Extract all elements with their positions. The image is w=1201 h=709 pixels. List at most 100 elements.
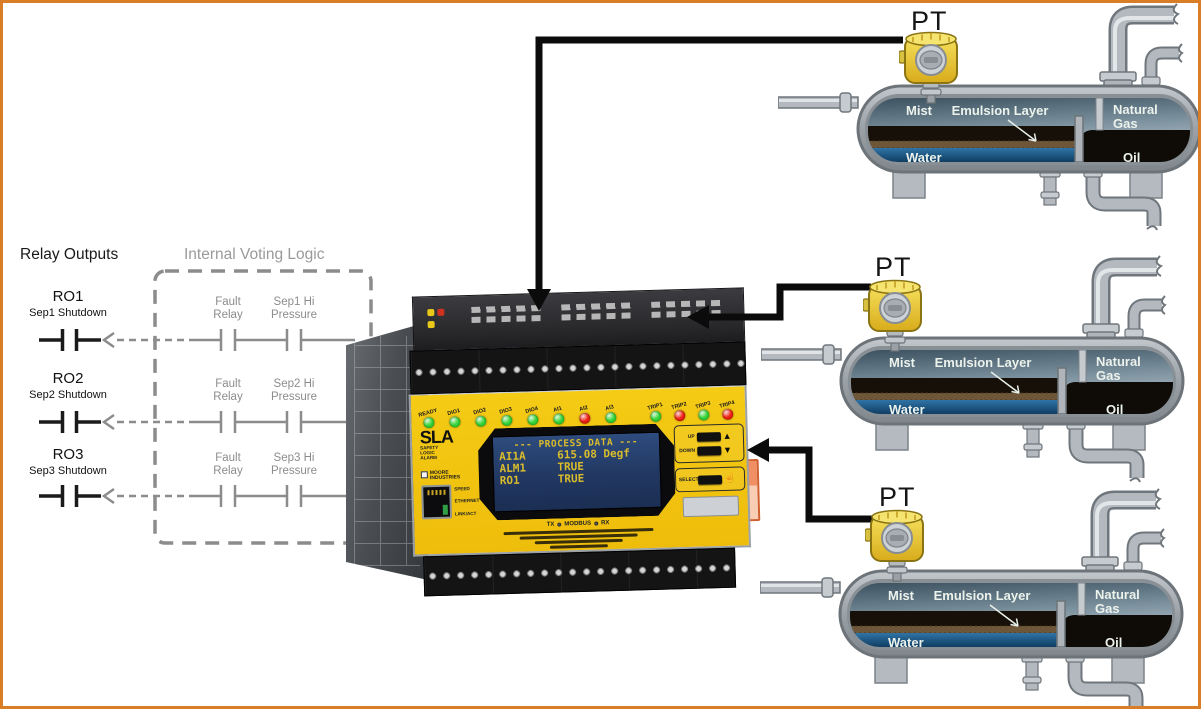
water-label: Water — [889, 402, 925, 417]
ladder-rung-ro1: RO1 Sep1 Shutdown Fault Relay Sep1 Hi Pr… — [29, 288, 355, 351]
output-contact-symbol — [39, 329, 101, 351]
device-top-housing — [411, 287, 746, 351]
led-trip4: TRIP4 — [718, 400, 735, 420]
separator-vessel-3: Mist Emulsion Layer Natural Gas Water Oi… — [760, 483, 1190, 709]
relay-output-name: RO2 — [53, 370, 84, 387]
water-label: Water — [888, 635, 924, 650]
led-indicator — [553, 413, 565, 425]
tx-led — [557, 522, 562, 527]
mist-label: Mist — [906, 103, 933, 118]
natural-gas-label: Natural — [1096, 354, 1141, 369]
svg-text:Pressure: Pressure — [271, 391, 317, 403]
relay-ladder-diagram: Relay Outputs Internal Voting Logic RO1 … — [20, 246, 373, 545]
up-button[interactable] — [696, 431, 721, 442]
svg-text:Fault: Fault — [215, 378, 241, 390]
press-hand-icon: ☝ — [723, 472, 737, 484]
voting-contacts — [189, 411, 355, 433]
mist-label: Mist — [889, 355, 916, 370]
up-arrow-icon: ▲ — [722, 430, 732, 441]
device-front-panel: READY DIO1 DIO2 DIO3 DIO4 AI1 AI2 AI3 TR… — [408, 385, 761, 557]
select-button-group: SELECT ☝ — [674, 466, 746, 493]
led-indicator — [605, 411, 617, 424]
led-dio3: DIO3 — [499, 407, 514, 427]
lcd-value: TRUE — [557, 471, 585, 486]
ladder-rung-ro3: RO3 Sep3 Shutdown Fault Relay Sep3 Hi Pr… — [29, 446, 355, 507]
pressure-transmitter-2 — [863, 277, 927, 355]
modbus-status-line: TX MODBUS RX — [546, 520, 610, 528]
output-contact-symbol — [39, 485, 101, 507]
relay-output-desc: Sep3 Shutdown — [29, 465, 107, 477]
svg-text:Fault: Fault — [215, 452, 241, 464]
voting-logic-box — [153, 269, 373, 545]
arrow-chevron-icon — [101, 413, 115, 431]
led-ready: READY — [418, 408, 438, 429]
relay-outputs-title: Relay Outputs — [20, 246, 118, 263]
linkact-label: LINK/ACT — [454, 510, 477, 517]
led-trip1: TRIP1 — [647, 402, 663, 422]
svg-text:Pressure: Pressure — [271, 309, 317, 321]
ethernet-label: ETHERNET — [454, 497, 480, 504]
svg-text:Relay: Relay — [213, 391, 243, 403]
led-indicator — [579, 412, 591, 424]
natural-gas-label: Natural — [1095, 587, 1140, 602]
pressure-transmitter-1 — [899, 29, 963, 107]
led-dio2: DIO2 — [473, 407, 488, 427]
led-ai3: AI3 — [603, 404, 618, 424]
oil-label: Oil — [1105, 635, 1122, 650]
led-indicator — [475, 415, 487, 427]
led-indicator — [722, 408, 734, 420]
arrow-chevron-icon — [101, 487, 115, 505]
emulsion-layer-label: Emulsion Layer — [935, 355, 1032, 370]
sla-controller: READY DIO1 DIO2 DIO3 DIO4 AI1 AI2 AI3 TR… — [346, 287, 761, 597]
relay-output-desc: Sep2 Shutdown — [29, 389, 107, 401]
sla-brand-logo: SLA — [419, 426, 454, 448]
led-trip2: TRIP2 — [670, 401, 687, 422]
down-button[interactable] — [696, 445, 722, 456]
select-button[interactable] — [697, 474, 722, 485]
pt1-label: PT — [911, 6, 948, 36]
svg-text:Sep1 Hi: Sep1 Hi — [274, 296, 315, 308]
emulsion-layer-label: Emulsion Layer — [952, 103, 1049, 118]
moore-industries-logo: MOORE INDUSTRIES — [420, 469, 479, 482]
output-contact-symbol — [39, 411, 101, 433]
rx-led — [593, 521, 599, 526]
led-ai1: AI1 — [551, 406, 566, 425]
svg-text:Gas: Gas — [1113, 116, 1138, 131]
down-arrow-icon: ▼ — [722, 444, 733, 455]
arrow-chevron-icon — [101, 331, 115, 349]
vent-grille — [503, 527, 654, 550]
led-indicator — [698, 409, 710, 421]
ladder-rung-ro2: RO2 Sep2 Shutdown Fault Relay Sep2 Hi Pr… — [29, 370, 355, 433]
pressure-transmitter-3 — [865, 507, 929, 585]
emulsion-layer-label: Emulsion Layer — [934, 588, 1031, 603]
pt3-label: PT — [879, 482, 916, 512]
water-label: Water — [906, 150, 942, 165]
svg-text:Pressure: Pressure — [271, 465, 317, 477]
relay-output-name: RO1 — [53, 288, 84, 305]
led-indicator — [527, 414, 539, 426]
ethernet-port[interactable] — [421, 484, 453, 520]
svg-text:Sep2 Hi: Sep2 Hi — [274, 378, 315, 390]
blank-label-plate — [682, 495, 739, 518]
svg-text:Gas: Gas — [1095, 601, 1120, 616]
led-indicator — [501, 414, 513, 427]
separator-vessel-1: Mist Emulsion Layer Natural Gas Water Oi… — [778, 0, 1201, 233]
oil-label: Oil — [1123, 150, 1140, 165]
svg-text:Relay: Relay — [213, 309, 243, 321]
svg-text:Sep3 Hi: Sep3 Hi — [274, 452, 315, 464]
oil-label: Oil — [1106, 402, 1123, 417]
speed-label: SPEED — [454, 485, 470, 492]
bottom-terminal-strip — [423, 547, 737, 597]
led-indicator — [674, 410, 686, 422]
led-dio1: DIO1 — [447, 408, 462, 428]
led-dio4: DIO4 — [525, 406, 540, 426]
svg-text:Fault: Fault — [215, 296, 241, 308]
svg-text:Relay: Relay — [213, 465, 243, 477]
separator-vessel-2: Mist Emulsion Layer Natural Gas Water Oi… — [761, 250, 1191, 485]
led-ai2: AI2 — [577, 405, 592, 424]
voting-contacts — [189, 485, 355, 507]
led-indicator — [650, 410, 662, 422]
